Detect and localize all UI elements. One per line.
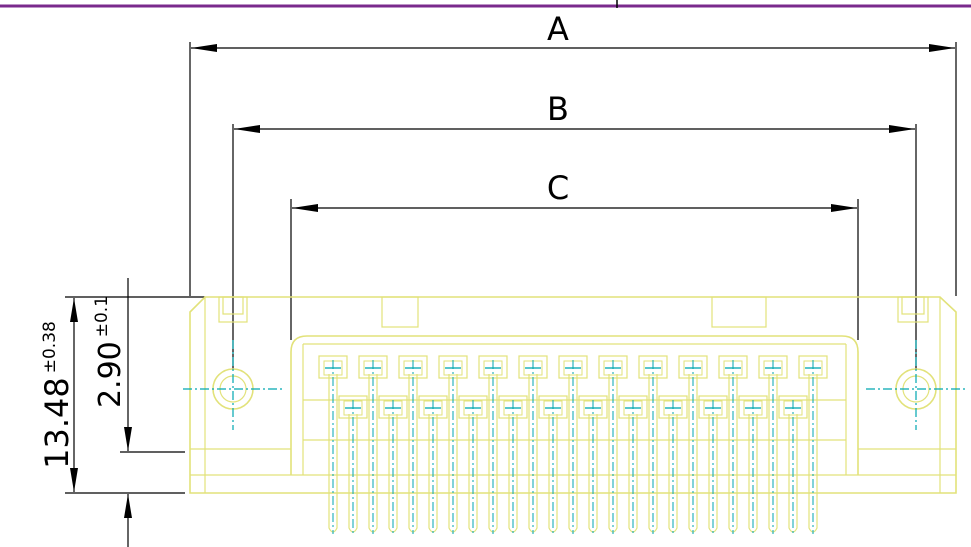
dim-height-total-tolerance: ±0.38	[40, 321, 60, 373]
pin-top-1	[318, 355, 348, 534]
dim-height-offset-value: 2.90	[93, 341, 128, 408]
dim-height-top-arrow	[70, 298, 78, 322]
dim-height-total-value: 13.48	[38, 377, 76, 469]
pin-bottom-4	[458, 395, 488, 534]
dim-b-left-arrow	[234, 125, 260, 133]
mounting-hole-right	[866, 340, 966, 430]
dimension-c: C	[290, 169, 859, 340]
pin-top-4	[438, 355, 468, 534]
dimension-b: B	[232, 90, 917, 370]
pin-bottom-7	[578, 395, 608, 534]
pin-bottom-2	[378, 395, 408, 534]
dim-height-bottom-arrow	[70, 468, 78, 492]
pin-bottom-12	[778, 395, 808, 534]
pin-bottom-9	[658, 395, 688, 534]
dimension-height-total: 13.48 ±0.38	[38, 296, 205, 494]
dimension-height-offset: 2.90 ±0.1	[92, 278, 185, 547]
svg-text:2.90±0.1: 2.90 ±0.1	[92, 296, 128, 408]
dim-a-right-arrow	[929, 44, 955, 52]
pin-bottom-6	[538, 395, 568, 534]
pin-top-3	[398, 355, 428, 534]
pin-bottom-8	[618, 395, 648, 534]
svg-text:13.48±0.38: 13.48 ±0.38	[38, 321, 76, 469]
dimension-a: A	[189, 10, 957, 296]
pin-top-13	[798, 355, 828, 534]
pin-bottom-10	[698, 395, 728, 534]
dim-a-label: A	[547, 10, 569, 48]
dim-offset-bottom-arrow	[124, 494, 132, 518]
inner-cavity	[290, 335, 859, 475]
pin-top-8	[598, 355, 628, 534]
pin-top-9	[638, 355, 668, 534]
header-rule	[0, 0, 971, 8]
pin-bottom-5	[498, 395, 528, 534]
pin-top-2	[358, 355, 388, 534]
dim-offset-top-arrow	[124, 427, 132, 451]
pin-bottom-11	[738, 395, 768, 534]
dim-b-label: B	[547, 90, 569, 128]
pin-top-10	[678, 355, 708, 534]
pin-row-bottom	[338, 395, 808, 534]
pin-row-top	[318, 355, 828, 534]
pin-top-12	[758, 355, 788, 534]
dim-height-offset-tolerance: ±0.1	[92, 296, 112, 337]
key-notch-right	[711, 296, 767, 328]
dim-c-label: C	[547, 169, 569, 207]
dim-a-left-arrow	[191, 44, 217, 52]
dim-c-right-arrow	[831, 204, 857, 212]
pin-top-6	[518, 355, 548, 534]
pin-bottom-3	[418, 395, 448, 534]
pin-top-11	[718, 355, 748, 534]
mounting-hole-left	[183, 340, 283, 430]
dim-b-right-arrow	[889, 125, 915, 133]
key-notch-left	[381, 296, 419, 328]
pin-top-5	[478, 355, 508, 534]
pin-top-7	[558, 355, 588, 534]
dim-c-left-arrow	[292, 204, 318, 212]
pin-bottom-1	[338, 395, 368, 534]
